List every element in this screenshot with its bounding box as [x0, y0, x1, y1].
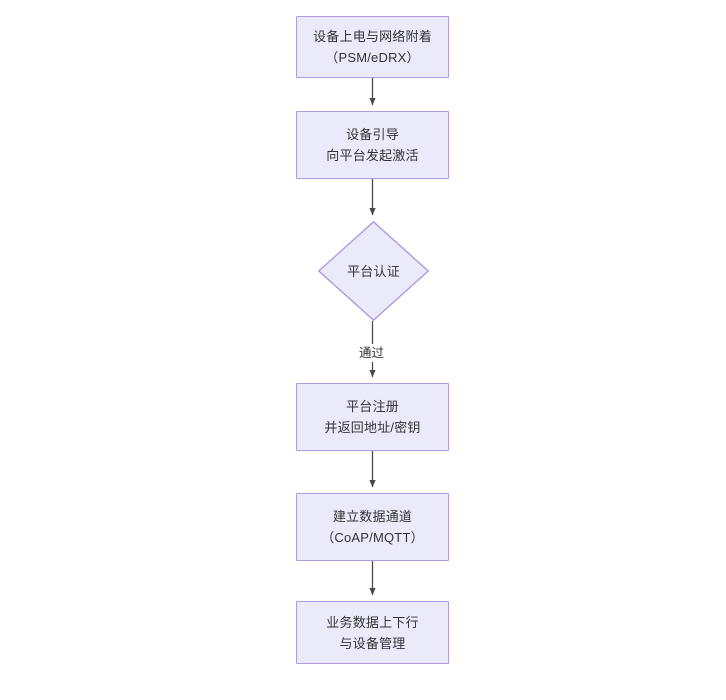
node-platform-auth-label: 平台认证 [347, 263, 400, 279]
edge-label-pass: 通过 [357, 344, 387, 362]
node-data-channel[interactable]: 建立数据通道 （CoAP/MQTT） [296, 493, 449, 561]
node-platform-register-line-2: 并返回地址/密钥 [324, 420, 421, 435]
node-bootstrap-line-1: 设备引导 [346, 127, 399, 142]
node-platform-register[interactable]: 平台注册 并返回地址/密钥 [296, 383, 449, 451]
node-bootstrap[interactable]: 设备引导 向平台发起激活 [296, 111, 449, 179]
node-platform-register-line-1: 平台注册 [346, 399, 399, 414]
node-data-management[interactable]: 业务数据上下行 与设备管理 [296, 601, 449, 664]
node-bootstrap-line-2: 向平台发起激活 [326, 148, 419, 163]
node-power-on-line-2: （PSM/eDRX） [325, 50, 420, 65]
node-data-channel-line-2: （CoAP/MQTT） [321, 530, 424, 545]
node-data-management-line-1: 业务数据上下行 [326, 614, 419, 630]
node-data-channel-line-1: 建立数据通道 [332, 509, 413, 524]
node-power-on[interactable]: 设备上电与网络附着 （PSM/eDRX） [296, 16, 449, 78]
node-data-management-line-2: 与设备管理 [339, 635, 406, 651]
node-platform-auth[interactable]: 平台认证 [318, 221, 429, 321]
node-power-on-line-1: 设备上电与网络附着 [313, 29, 432, 44]
diamond-shape-icon [318, 221, 429, 321]
